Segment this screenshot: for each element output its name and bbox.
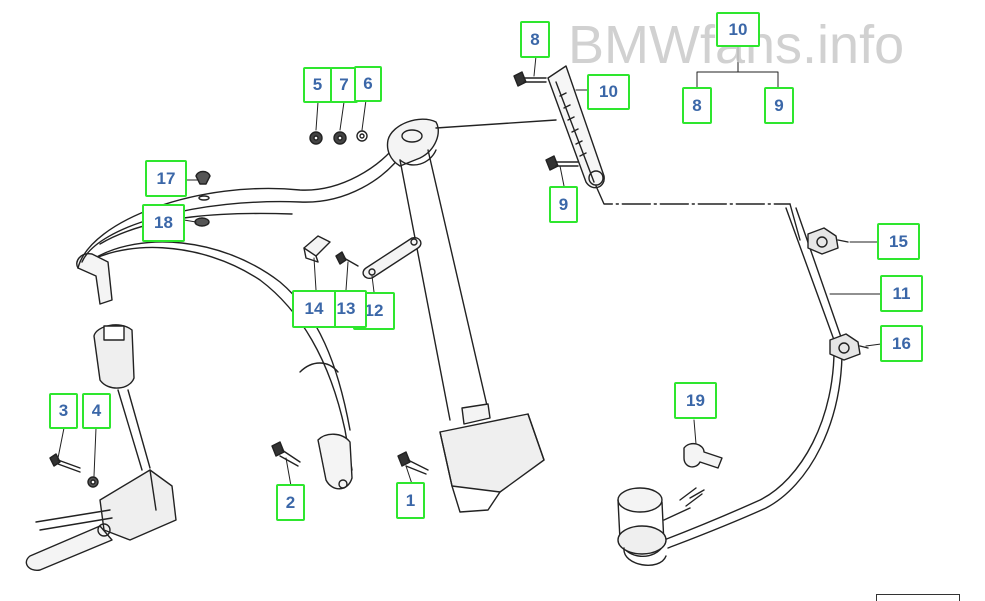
callout-3[interactable]: 3 [49, 393, 78, 429]
callout-6[interactable]: 6 [354, 66, 382, 102]
callout-9-rail[interactable]: 9 [549, 186, 578, 223]
callout-9-set[interactable]: 9 [764, 87, 794, 124]
callout-18[interactable]: 18 [142, 204, 185, 242]
clip-14 [303, 235, 331, 263]
callout-2[interactable]: 2 [276, 484, 305, 521]
height-adjuster-rail [547, 65, 605, 189]
washer-6 [356, 130, 368, 142]
leader-lines [57, 45, 882, 487]
guide-cable [595, 185, 843, 549]
bolt-8 [513, 71, 547, 87]
callout-10-rail[interactable]: 10 [587, 74, 630, 110]
callout-8-rail[interactable]: 8 [520, 21, 550, 58]
vertical-webbing [399, 149, 489, 421]
callout-16[interactable]: 16 [880, 325, 923, 362]
nut-4 [87, 476, 99, 488]
callout-5[interactable]: 5 [303, 67, 332, 103]
screw-13 [335, 251, 359, 267]
washer-18 [194, 217, 210, 227]
cap-17 [195, 170, 211, 201]
callout-11[interactable]: 11 [880, 275, 923, 312]
nut-5 [309, 131, 323, 145]
callout-14[interactable]: 14 [292, 290, 336, 328]
callout-1[interactable]: 1 [396, 482, 425, 519]
bolt-2 [271, 441, 301, 467]
callout-17[interactable]: 17 [145, 160, 187, 197]
clip-19 [683, 442, 723, 469]
callout-8-set[interactable]: 8 [682, 87, 712, 124]
bolt-9 [545, 155, 579, 171]
clip-15 [807, 227, 849, 255]
belt-tensioner [617, 487, 705, 566]
clip-16 [829, 333, 869, 361]
retractor [439, 403, 545, 513]
diagram-frame-corner [876, 594, 960, 601]
belt-strap-arc [76, 241, 353, 490]
callout-19[interactable]: 19 [674, 382, 717, 419]
buckle-assembly [25, 324, 177, 571]
bolt-3 [49, 453, 81, 473]
bracket-12 [362, 236, 422, 280]
callout-15[interactable]: 15 [877, 223, 920, 260]
bolt-1 [397, 451, 429, 475]
upper-d-ring [386, 118, 557, 167]
callout-10-set[interactable]: 10 [716, 12, 760, 47]
callout-4[interactable]: 4 [82, 393, 111, 429]
nut-7 [333, 131, 347, 145]
webbing-loop [77, 139, 406, 269]
